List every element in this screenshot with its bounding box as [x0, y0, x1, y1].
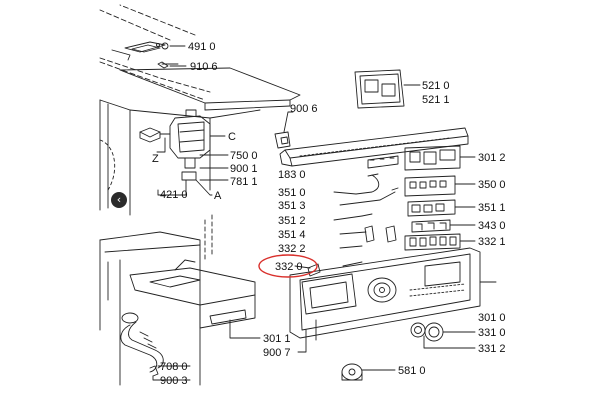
part-label-351-3: 351 3	[278, 200, 306, 212]
part-label-900-6: 900 6	[290, 103, 318, 115]
part-label-331-2: 331 2	[478, 343, 506, 355]
part-label-350-0: 350 0	[478, 179, 506, 191]
part-label-332-1: 332 1	[478, 236, 506, 248]
part-label-521-0: 521 0	[422, 80, 450, 92]
part-label-351-0: 351 0	[278, 187, 306, 199]
part-label-521-1: 521 1	[422, 94, 450, 106]
part-label-351-4: 351 4	[278, 229, 306, 241]
part-label-900-1: 900 1	[230, 163, 258, 175]
part-letter-a: A	[214, 190, 222, 202]
highlight-ring	[258, 254, 318, 278]
part-label-750-0: 750 0	[230, 150, 258, 162]
part-label-708-0: 708 0	[160, 361, 188, 373]
part-label-910-6: 910 6	[190, 61, 218, 73]
part-label-332-2: 332 2	[278, 243, 306, 255]
part-letter-c: C	[228, 131, 236, 143]
part-label-900-7: 900 7	[263, 347, 291, 359]
previous-image-chevron-icon[interactable]: ‹	[111, 192, 127, 208]
part-label-351-2: 351 2	[278, 215, 306, 227]
part-label-491-0: 491 0	[188, 41, 216, 53]
part-label-183-0: 183 0	[278, 169, 306, 181]
part-letter-z: Z	[152, 153, 159, 165]
part-label-581-0: 581 0	[398, 365, 426, 377]
part-label-900-3: 900 3	[160, 375, 188, 387]
part-label-301-2: 301 2	[478, 152, 506, 164]
part-label-351-1: 351 1	[478, 202, 506, 214]
part-label-301-1: 301 1	[263, 333, 291, 345]
diagram-linework	[99, 4, 497, 386]
part-label-781-1: 781 1	[230, 176, 258, 188]
part-label-331-0: 331 0	[478, 327, 506, 339]
part-label-343-0: 343 0	[478, 220, 506, 232]
part-label-421-0: 421 0	[160, 189, 188, 201]
part-label-301-0: 301 0	[478, 312, 506, 324]
part-label-332-0-highlighted: 332 0	[275, 261, 303, 273]
